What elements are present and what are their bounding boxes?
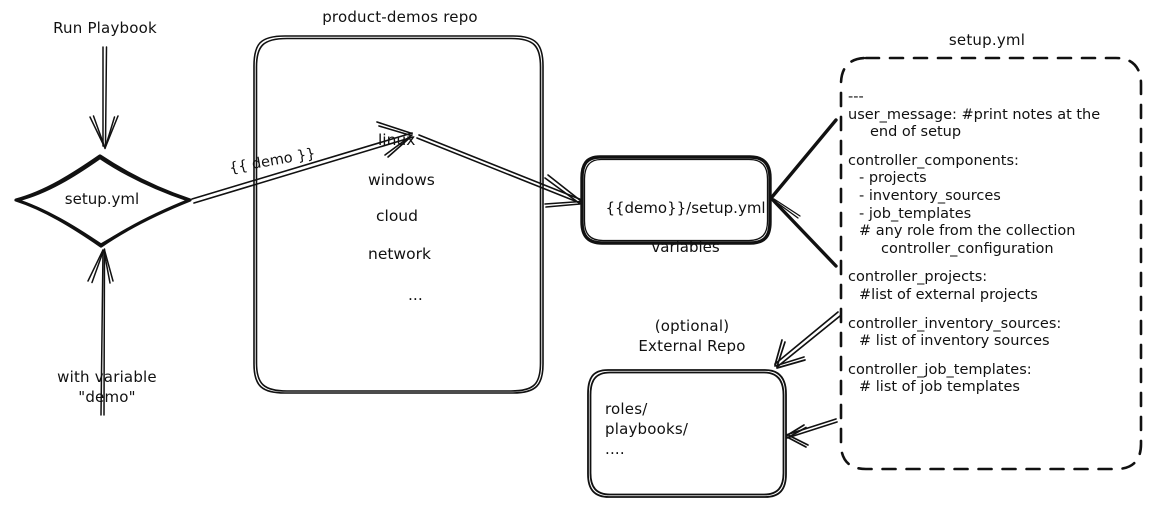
job-templates-to-external-repo-arrow xyxy=(785,418,838,448)
demo-variable-edge-label: {{ demo }} xyxy=(228,145,317,177)
run-playbook-arrow xyxy=(89,46,119,150)
setup-yml-line: --- xyxy=(848,89,864,105)
entry-diamond-label: setup.yml xyxy=(64,190,140,208)
setup-to-variables-connectors-thin xyxy=(773,198,801,219)
repo-folder-item: network xyxy=(368,245,431,263)
setup-yml-line: #list of external projects xyxy=(859,286,1038,303)
repo-folder-item: cloud xyxy=(376,207,418,225)
setup-yml-line: controller_configuration xyxy=(881,240,1054,257)
setup-yml-blank-line xyxy=(848,142,1138,153)
external-repo-title: (optional) External Repo xyxy=(638,317,746,355)
repo-folder-item: linux xyxy=(378,131,416,149)
setup-yml-line: controller_components: xyxy=(848,152,1019,169)
with-variable-label: with variable "demo" xyxy=(57,368,157,406)
repo-folder-item: windows xyxy=(368,171,435,189)
external-repo-line: playbooks/ xyxy=(605,419,689,438)
external-repo-line: roles/ xyxy=(605,400,648,418)
external-repo-contents: roles/playbooks/.... xyxy=(605,400,688,459)
setup-yml-line: - projects xyxy=(859,170,927,187)
variables-node-line1: {{demo}}/setup.yml xyxy=(605,198,766,217)
setup-yml-blank-line xyxy=(848,351,1138,362)
setup-yml-line: - inventory_sources xyxy=(859,187,1001,204)
projects-to-external-repo-arrow xyxy=(774,311,841,369)
setup-yml-line: - job_templates xyxy=(859,205,972,222)
repo-folder-item: ... xyxy=(408,286,423,304)
setup-yml-line: controller_projects: xyxy=(848,269,988,286)
setup-yml-line: # list of inventory sources xyxy=(859,333,1050,350)
linux-to-variables-arrow xyxy=(416,134,583,208)
setup-yml-line: controller_inventory_sources: xyxy=(848,315,1062,332)
setup-to-variables-connectors xyxy=(770,118,838,268)
setup-yml-line: controller_job_templates: xyxy=(848,361,1032,378)
setup-yml-blank-line xyxy=(848,258,1138,269)
variables-node-label: {{demo}}/setup.yml variables xyxy=(582,179,770,277)
setup-yml-line: # any role from the collection xyxy=(859,223,1076,240)
run-playbook-label: Run Playbook xyxy=(53,19,157,37)
setup-yml-file-label: setup.yml xyxy=(948,31,1026,49)
setup-yml-line: user_message: #print notes at the xyxy=(848,106,1101,123)
product-demos-repo-title: product-demos repo xyxy=(322,8,478,26)
setup-yml-line: # list of job templates xyxy=(859,379,1020,396)
setup-yml-line: end of setup xyxy=(870,124,962,141)
external-repo-line: .... xyxy=(605,439,625,458)
setup-yml-blank-line xyxy=(848,305,1138,316)
variables-node-line2: variables xyxy=(651,237,720,256)
